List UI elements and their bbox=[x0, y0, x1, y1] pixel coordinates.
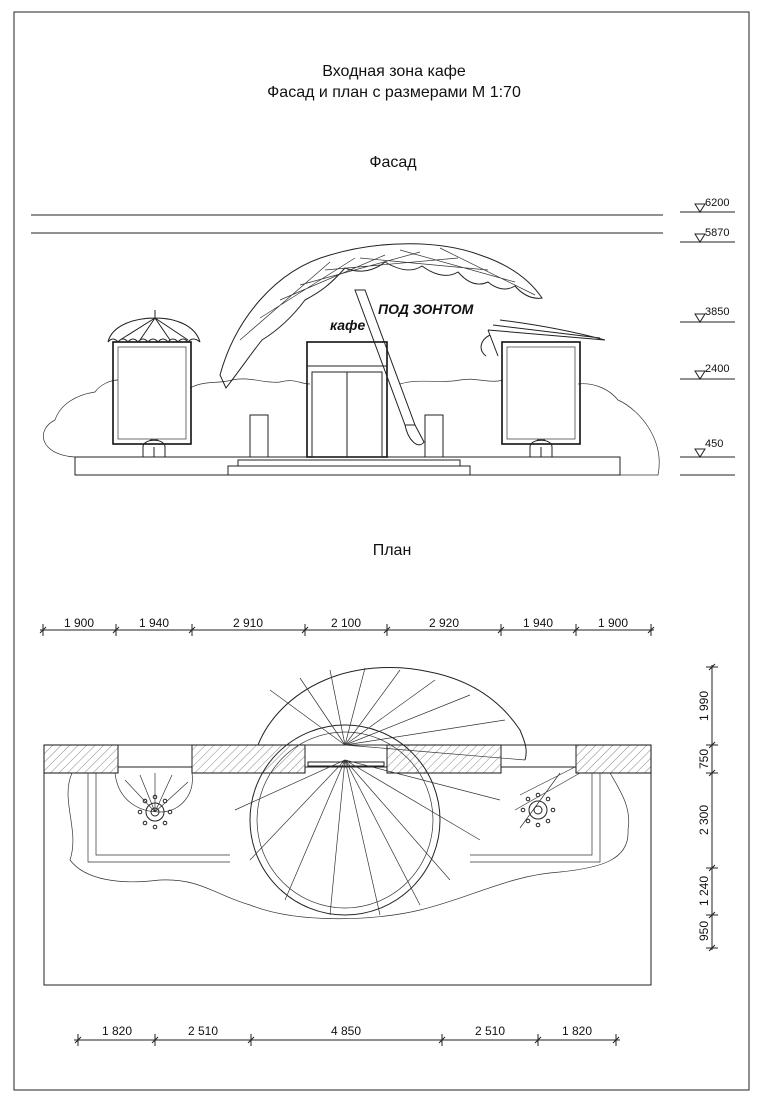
bottom-dim-4: 2 510 bbox=[475, 1024, 505, 1038]
right-dim-4: 1 240 bbox=[697, 876, 711, 906]
sheet-frame bbox=[13, 11, 750, 1091]
level-3850: 3850 bbox=[705, 306, 729, 318]
level-450: 450 bbox=[705, 438, 723, 450]
top-dim-7: 1 900 bbox=[598, 616, 628, 630]
entrance-steps-lower bbox=[227, 465, 471, 476]
right-lamp bbox=[529, 439, 553, 457]
left-kiosk bbox=[112, 341, 192, 445]
top-dim-2: 1 940 bbox=[139, 616, 169, 630]
wall-segment-2 bbox=[191, 744, 306, 774]
cafe-sign: кафе bbox=[330, 317, 365, 333]
facade-elevation: кафе ПОД ЗОНТОМ 6200 5870 3850 2400 450 bbox=[31, 197, 735, 476]
big-umbrella-ribs bbox=[239, 247, 536, 341]
entrance-steps bbox=[237, 459, 461, 467]
bottom-dim-2: 2 510 bbox=[188, 1024, 218, 1038]
plan-path-outline bbox=[87, 773, 601, 863]
plan-heading: План bbox=[373, 542, 412, 559]
big-umbrella-pole bbox=[354, 289, 425, 446]
left-kiosk-umbrella bbox=[107, 310, 201, 343]
title-line-1: Входная зона кафе bbox=[322, 63, 466, 80]
right-dim-5: 950 bbox=[697, 921, 711, 941]
top-dim-5: 2 920 bbox=[429, 616, 459, 630]
title-line-2: Фасад и план с размерами М 1:70 bbox=[267, 84, 521, 101]
level-6200: 6200 bbox=[705, 197, 729, 209]
plan-umbrella-circle bbox=[249, 724, 441, 916]
plan-right-dimensions: 1 990 750 2 300 1 240 950 bbox=[697, 663, 718, 952]
plan-landscape bbox=[67, 772, 630, 920]
bottom-dim-3: 4 850 bbox=[331, 1024, 361, 1038]
plan-right-lamp bbox=[520, 792, 556, 828]
plan-umbrella-canopy bbox=[257, 667, 527, 761]
cafe-name-sign: ПОД ЗОНТОМ bbox=[378, 301, 474, 317]
top-dim-3: 2 910 bbox=[233, 616, 263, 630]
top-dim-1: 1 900 bbox=[64, 616, 94, 630]
wall-segment-4 bbox=[575, 744, 652, 774]
plan-umbrella-inner bbox=[256, 731, 434, 909]
plan-left-umbrella bbox=[114, 772, 193, 813]
bollard-right bbox=[424, 414, 444, 458]
plan-boundary bbox=[43, 744, 652, 986]
top-dim-6: 1 940 bbox=[523, 616, 553, 630]
facade-heading: Фасад bbox=[369, 154, 417, 171]
right-kiosk-umbrella bbox=[480, 319, 606, 357]
plan-view: 1 900 1 940 2 910 2 100 2 920 1 940 1 90… bbox=[39, 616, 718, 1046]
level-5870: 5870 bbox=[705, 227, 729, 239]
left-lamp bbox=[142, 439, 166, 457]
wall-segment-3 bbox=[386, 744, 502, 774]
wall-segment-1 bbox=[43, 744, 119, 774]
bottom-dim-5: 1 820 bbox=[562, 1024, 592, 1038]
right-kiosk-inner bbox=[506, 346, 576, 440]
top-dim-4: 2 100 bbox=[331, 616, 361, 630]
big-umbrella-canopy bbox=[219, 243, 543, 389]
plan-left-lamp bbox=[137, 794, 173, 830]
bushes-outline bbox=[42, 378, 660, 476]
kiosk-left-plan bbox=[117, 744, 193, 768]
right-kiosk bbox=[501, 341, 581, 445]
plan-umbrella-ribs bbox=[234, 667, 526, 916]
left-kiosk-inner bbox=[117, 346, 187, 440]
kiosk-right-plan bbox=[500, 744, 577, 768]
level-markers: 6200 5870 3850 2400 450 bbox=[680, 197, 735, 476]
plan-top-dimensions: 1 900 1 940 2 910 2 100 2 920 1 940 1 90… bbox=[39, 616, 655, 636]
plan-right-umbrella bbox=[514, 766, 581, 829]
right-dim-2: 750 bbox=[697, 749, 711, 769]
right-dim-3: 2 300 bbox=[697, 805, 711, 835]
right-dim-1: 1 990 bbox=[697, 691, 711, 721]
level-2400: 2400 bbox=[705, 363, 729, 375]
bottom-dim-1: 1 820 bbox=[102, 1024, 132, 1038]
plan-bottom-dimensions: 1 820 2 510 4 850 2 510 1 820 bbox=[74, 1024, 620, 1046]
bollard-left bbox=[249, 414, 269, 458]
